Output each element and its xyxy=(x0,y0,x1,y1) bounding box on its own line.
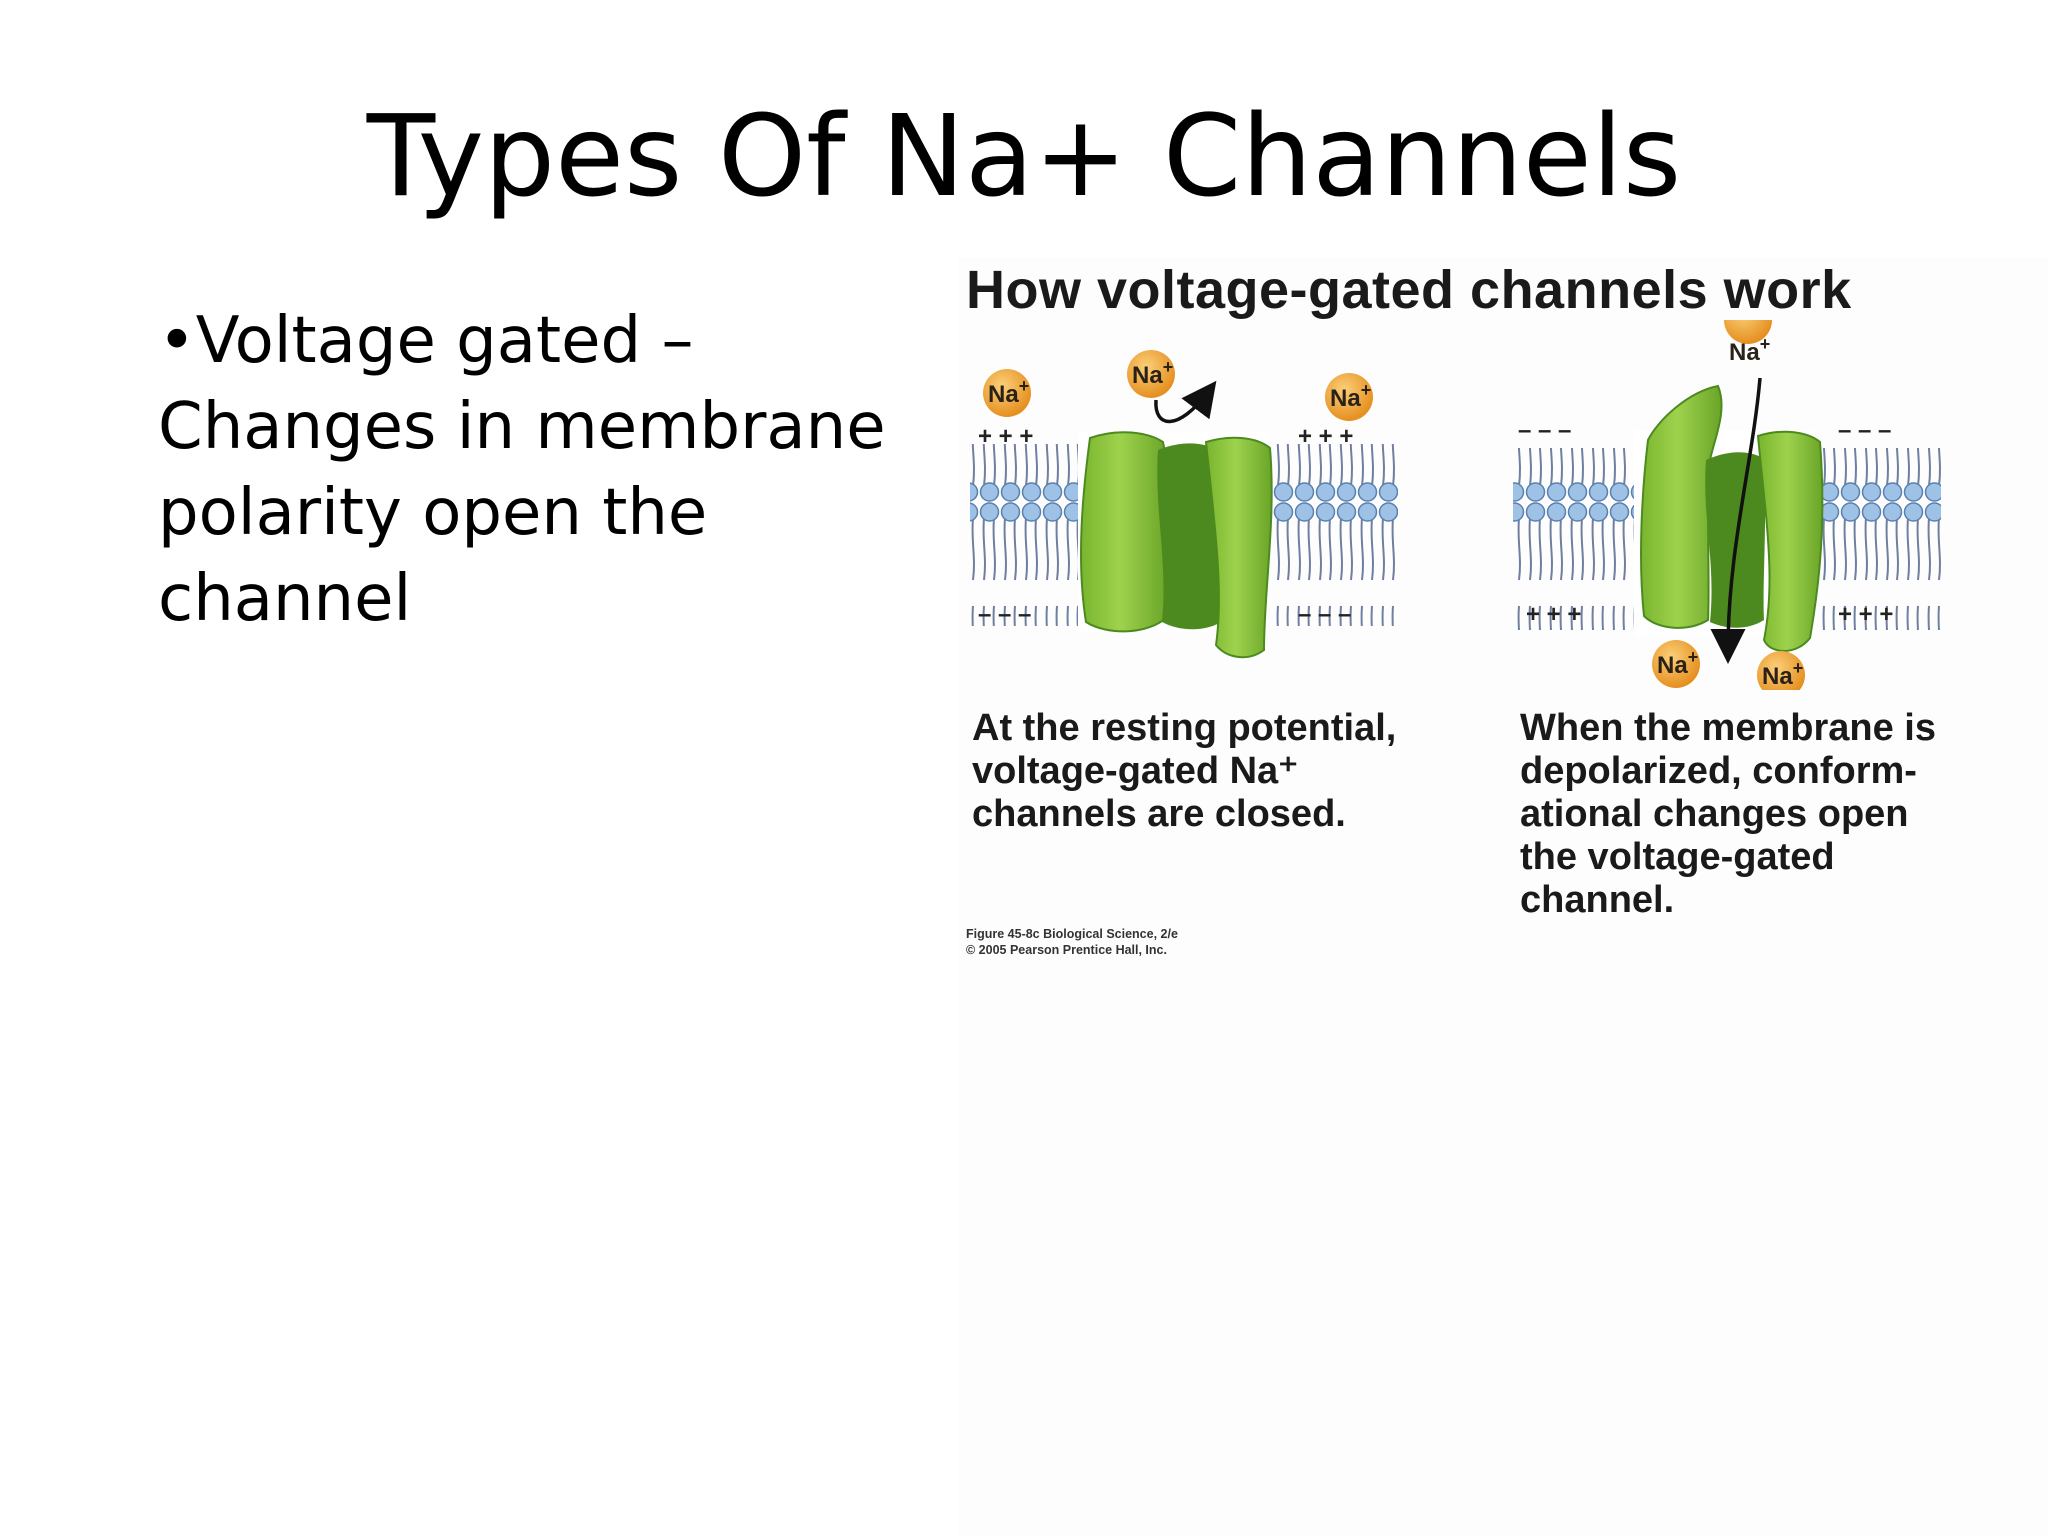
left-bottom-charges: – – – xyxy=(978,601,1031,628)
figure-title: How voltage-gated channels work xyxy=(966,260,1852,320)
figure-credit: Figure 45-8c Biological Science, 2/e © 2… xyxy=(966,926,1178,958)
na-ion-icon xyxy=(1724,320,1772,344)
right-caption: When the membrane is depolarized, confor… xyxy=(1520,707,1936,922)
right-channel-subunit-b xyxy=(1756,430,1824,652)
credit-line-1: Figure 45-8c Biological Science, 2/e xyxy=(966,927,1178,941)
svg-text:Na+: Na+ xyxy=(1657,647,1698,679)
right-top-charges-right: – – – xyxy=(1838,417,1891,444)
right-caption-line-3: ational changes open xyxy=(1520,793,1909,835)
right-bottom-charges: + + + xyxy=(1526,601,1581,628)
bullet-line-1: •Voltage gated – xyxy=(158,304,694,378)
na-ion-icon xyxy=(1652,640,1700,688)
left-top-charges: + + + xyxy=(978,423,1033,450)
right-caption-line-4: the voltage-gated xyxy=(1520,836,1835,878)
svg-text:Na+: Na+ xyxy=(1132,357,1173,389)
svg-text:Na+: Na+ xyxy=(1762,658,1803,690)
voltage-gated-channel-diagram: + + + + + + – – – – – – Na+ Na+ Na+ – – … xyxy=(970,320,1941,690)
right-top-charges: – – – xyxy=(1518,417,1571,444)
left-caption-line-2: voltage-gated Na⁺ xyxy=(972,750,1299,792)
right-channel-subunit-a xyxy=(1640,384,1723,629)
left-caption-line-3: channels are closed. xyxy=(972,793,1346,835)
na-ion-icon xyxy=(1127,350,1175,398)
deflect-arrow-icon xyxy=(1154,380,1217,424)
left-channel-gate xyxy=(1157,443,1224,630)
svg-text:Na+: Na+ xyxy=(988,376,1029,408)
right-panel-open-channel: – – – – – – + + + + + + Na+ Na+ Na+ xyxy=(1513,320,1941,690)
left-caption-line-1: At the resting potential, xyxy=(972,707,1397,749)
na-ion-icon xyxy=(983,369,1031,417)
left-caption: At the resting potential, voltage-gated … xyxy=(972,707,1396,836)
left-channel-subunit-a xyxy=(1080,431,1169,633)
ion-flow-arrow-icon xyxy=(1710,377,1762,664)
right-bottom-charges-right: + + + xyxy=(1838,601,1893,628)
bullet-text: •Voltage gated – Changes in membrane pol… xyxy=(158,298,918,642)
left-bottom-charges-right: – – – xyxy=(1298,601,1351,628)
bullet-line-2: Changes in membrane xyxy=(158,390,886,464)
svg-text:Na+: Na+ xyxy=(1729,334,1770,366)
na-ion-icon xyxy=(1757,651,1805,690)
slide-title: Types Of Na+ Channels xyxy=(366,92,1682,222)
bullet-line-3: polarity open the xyxy=(158,476,708,550)
left-channel-subunit-b xyxy=(1204,436,1273,659)
na-ion-icon xyxy=(1325,373,1373,421)
left-top-charges-right: + + + xyxy=(1298,423,1353,450)
credit-line-2: © 2005 Pearson Prentice Hall, Inc. xyxy=(966,943,1167,957)
right-caption-line-2: depolarized, conform- xyxy=(1520,750,1917,792)
svg-text:Na+: Na+ xyxy=(1330,380,1371,412)
right-caption-line-5: channel. xyxy=(1520,879,1675,921)
left-panel-closed-channel: + + + + + + – – – – – – Na+ Na+ Na+ xyxy=(970,350,1398,659)
right-caption-line-1: When the membrane is xyxy=(1520,707,1936,749)
bullet-line-4: channel xyxy=(158,562,412,636)
